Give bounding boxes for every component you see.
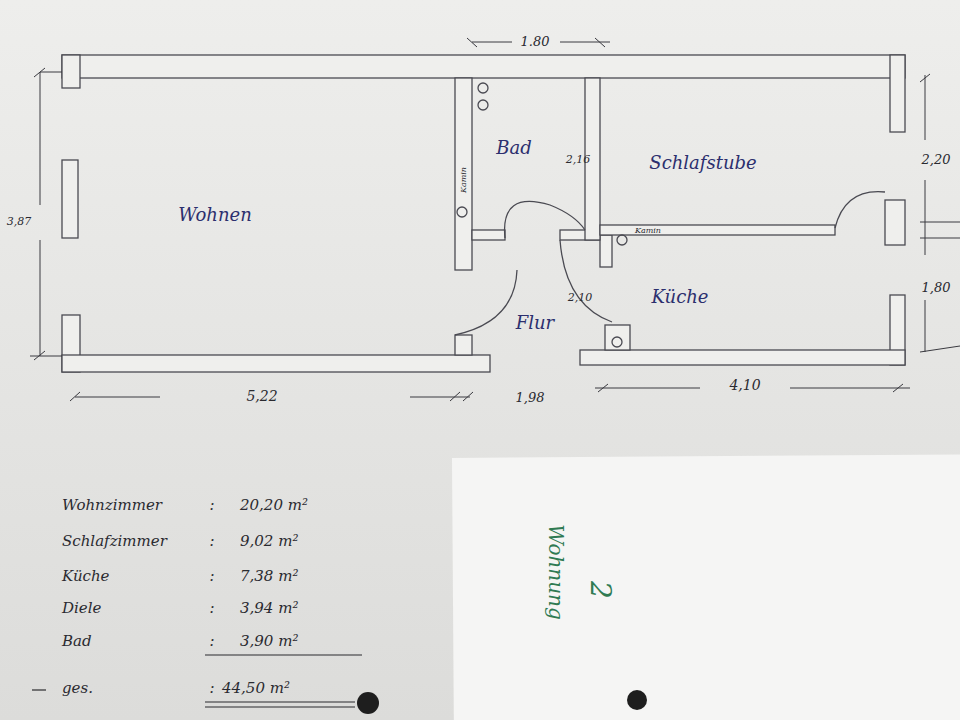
table-cell: : bbox=[209, 680, 214, 697]
table-cell: 3,94 m² bbox=[240, 600, 298, 617]
table-cell: Küche bbox=[62, 568, 109, 585]
dimension: 4,10 bbox=[729, 378, 760, 393]
table-cell: ges. bbox=[62, 680, 93, 697]
table-cell: Schlafzimmer bbox=[62, 533, 167, 550]
chimney-label: Kamin bbox=[460, 167, 469, 193]
room-name: Schlafstube bbox=[649, 153, 756, 173]
table-cell: : bbox=[209, 633, 214, 650]
table-cell: Wohnzimmer bbox=[62, 497, 162, 514]
table-cell: : bbox=[209, 533, 214, 550]
room-name: Küche bbox=[652, 287, 709, 307]
note-paper bbox=[452, 454, 960, 720]
dimension: 3,87 bbox=[7, 216, 32, 228]
table-cell: 9,02 m² bbox=[240, 533, 298, 550]
room-name: Wohnen bbox=[178, 205, 252, 225]
dimension: 2,10 bbox=[568, 292, 593, 304]
dimension: 1,80 bbox=[922, 281, 951, 295]
dimension: 1,98 bbox=[516, 391, 545, 405]
dimension: 1.80 bbox=[521, 35, 550, 49]
room-name: Flur bbox=[516, 313, 554, 333]
dimension: 2,16 bbox=[566, 154, 591, 166]
fixtures bbox=[455, 83, 885, 347]
table-cell: 44,50 m² bbox=[222, 680, 290, 697]
pin-dot bbox=[627, 690, 647, 710]
room-wohnen: Wohnen bbox=[80, 78, 455, 355]
walls bbox=[62, 55, 905, 372]
apartment-number: 2 bbox=[585, 581, 616, 599]
table-cell: Bad bbox=[62, 633, 92, 650]
table-cell: 7,38 m² bbox=[240, 568, 298, 585]
room-schlafstube: Schlafstube bbox=[600, 78, 890, 225]
table-cell: Diele bbox=[62, 600, 101, 617]
sum-lines bbox=[32, 655, 362, 707]
table-cell: 20,20 m² bbox=[240, 497, 308, 514]
dimension: 5,22 bbox=[246, 389, 277, 404]
chimney-label: Kamin bbox=[635, 227, 661, 236]
table-cell: : bbox=[209, 497, 214, 514]
table-cell: : bbox=[209, 568, 214, 585]
dimension: 2,20 bbox=[922, 153, 951, 167]
table-cell: : bbox=[209, 600, 214, 617]
room-kueche: Küche bbox=[612, 235, 890, 350]
pin-dot bbox=[357, 692, 379, 714]
room-name: Bad bbox=[496, 138, 531, 158]
apartment-label: Wohnung bbox=[545, 524, 567, 620]
dimension-lines bbox=[30, 38, 960, 401]
table-cell: 3,90 m² bbox=[240, 633, 298, 650]
